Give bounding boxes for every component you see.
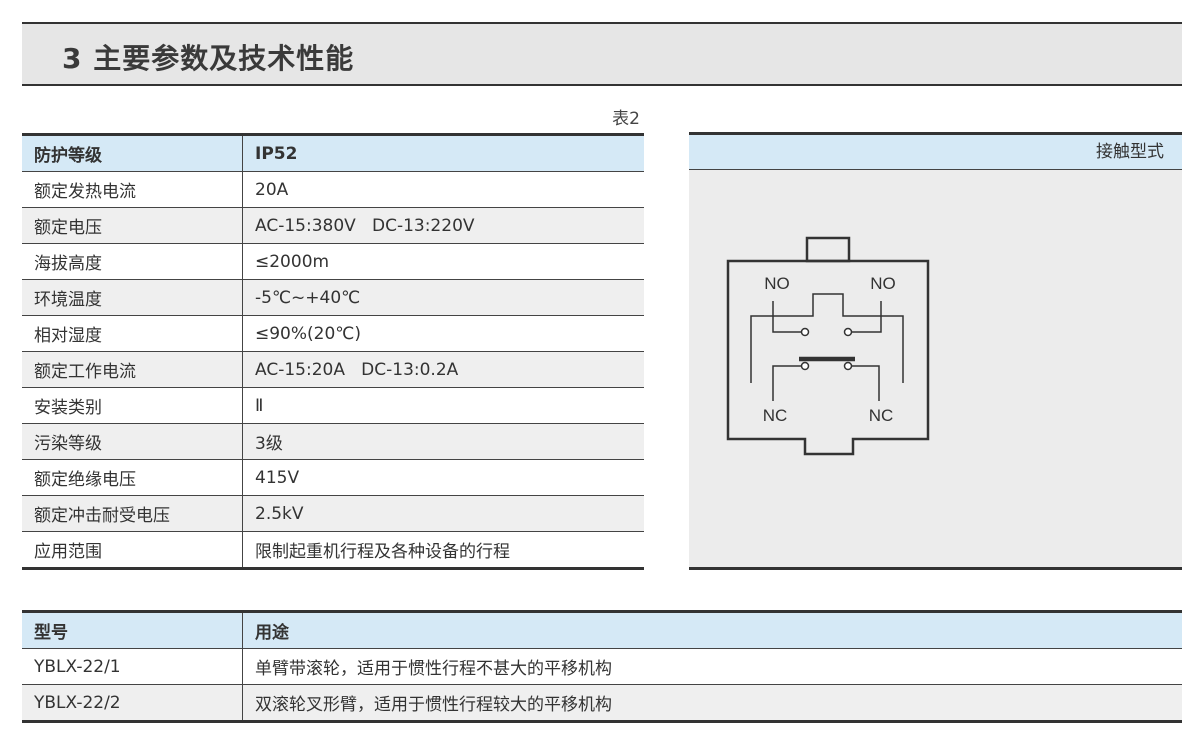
no-right-wire [851, 301, 882, 333]
table-row: 额定工作电流 AC-15:20A DC-13:0.2A [22, 351, 644, 388]
nc-left-wire [772, 365, 803, 401]
housing-top-tab [805, 236, 851, 263]
switch-housing-outline [726, 259, 930, 456]
table-header-row: 型号 用途 [22, 611, 1182, 649]
table-row: 安装类别 Ⅱ [22, 387, 644, 424]
row-value: ≤2000m [242, 243, 644, 280]
contact-form-panel: 接触型式 NO NO NC NC [689, 132, 1182, 570]
row-value: 20A [242, 171, 644, 208]
no-left-wire [772, 301, 802, 333]
models-table: 型号 用途 YBLX-22/1 单臂带滚轮，适用于惯性行程不甚大的平移机构 YB… [22, 610, 1182, 723]
row-key: 应用范围 [22, 531, 243, 569]
header-key: 防护等级 [22, 134, 243, 172]
contact-form-title: 接触型式 [689, 135, 1182, 170]
table-row: 环境温度 -5℃~+40℃ [22, 279, 644, 316]
header-value: IP52 [242, 134, 644, 172]
contact-diagram: NO NO NC NC [726, 236, 930, 456]
table-row: YBLX-22/1 单臂带滚轮，适用于惯性行程不甚大的平移机构 [22, 648, 1182, 685]
table-row: 污染等级 3级 [22, 423, 644, 460]
table-header-row: 防护等级 IP52 [22, 134, 644, 172]
section-title: 3 主要参数及技术性能 [62, 42, 355, 75]
nc-right-wire [849, 365, 880, 401]
row-key: 额定电压 [22, 207, 243, 244]
nc-right-label: NC [869, 406, 894, 425]
model-cell: YBLX-22/2 [22, 684, 243, 722]
row-key: 额定冲击耐受电压 [22, 495, 243, 532]
usage-cell: 双滚轮叉形臂，适用于惯性行程较大的平移机构 [242, 684, 1182, 722]
row-value: -5℃~+40℃ [242, 279, 644, 316]
table-caption: 表2 [612, 109, 640, 129]
table-row: 海拔高度 ≤2000m [22, 243, 644, 280]
row-value: 限制起重机行程及各种设备的行程 [255, 542, 510, 562]
section-header: 3 主要参数及技术性能 [22, 22, 1182, 86]
model-header: 型号 [22, 611, 243, 649]
table-row: 相对湿度 ≤90%(20℃) [22, 315, 644, 352]
usage-cell: 单臂带滚轮，适用于惯性行程不甚大的平移机构 [242, 648, 1182, 685]
row-key: 污染等级 [22, 423, 243, 460]
row-key: 海拔高度 [22, 243, 243, 280]
nc-left-label: NC [763, 406, 788, 425]
table-row: 应用范围 限制起重机行程及各种设备的行程 [22, 531, 644, 569]
no-bridge-line [750, 293, 904, 383]
row-key: 环境温度 [22, 279, 243, 316]
contact-point [800, 361, 810, 371]
table-row: 额定绝缘电压 415V [22, 459, 644, 496]
no-left-label: NO [764, 274, 790, 293]
model-cell: YBLX-22/1 [22, 648, 243, 685]
row-value: 3级 [242, 423, 644, 460]
parameters-table: 防护等级 IP52 额定发热电流 20A 额定电压 AC-15:380V DC-… [22, 133, 644, 570]
usage-header: 用途 [242, 611, 1182, 649]
no-right-label: NO [870, 274, 896, 293]
contact-point [843, 327, 853, 337]
table-row: 额定发热电流 20A [22, 171, 644, 208]
row-key: 安装类别 [22, 387, 243, 424]
row-value: AC-15:380V DC-13:220V [242, 207, 644, 244]
row-key: 额定工作电流 [22, 351, 243, 388]
table-row: 额定电压 AC-15:380V DC-13:220V [22, 207, 644, 244]
row-key: 额定绝缘电压 [22, 459, 243, 496]
row-key: 相对湿度 [22, 315, 243, 352]
row-value: 2.5kV [242, 495, 644, 532]
contact-point [843, 361, 853, 371]
row-value: AC-15:20A DC-13:0.2A [242, 351, 644, 388]
row-value: 415V [242, 459, 644, 496]
table-row: 额定冲击耐受电压 2.5kV [22, 495, 644, 532]
row-value: ≤90%(20℃) [242, 315, 644, 352]
contact-point [800, 327, 810, 337]
table-row: YBLX-22/2 双滚轮叉形臂，适用于惯性行程较大的平移机构 [22, 684, 1182, 722]
row-key: 额定发热电流 [22, 171, 243, 208]
row-value: Ⅱ [242, 387, 644, 424]
